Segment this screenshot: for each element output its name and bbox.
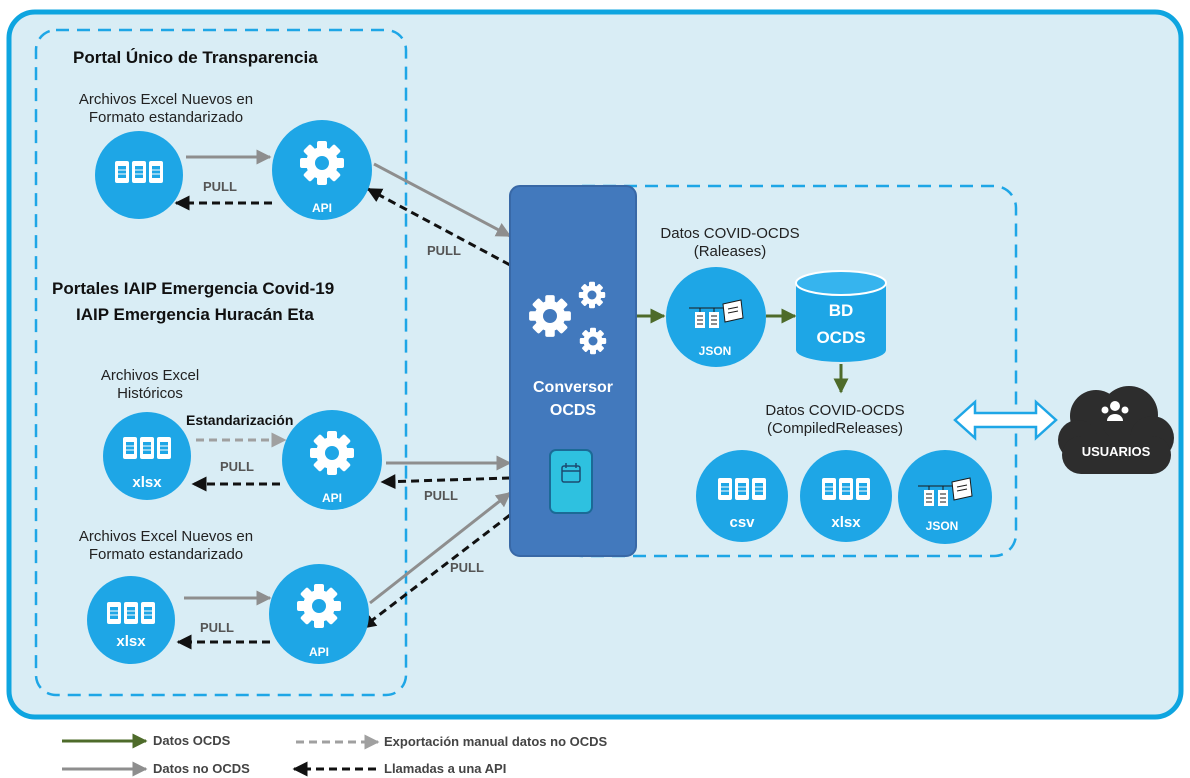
- arrow-api-bottom-to-converter: [369, 491, 512, 605]
- document-icon: [122, 436, 172, 460]
- gears-icon: [529, 281, 607, 355]
- cloud-icon: USUARIOS: [1058, 386, 1174, 474]
- source-bottom-line1: Archivos Excel Nuevos en: [78, 528, 254, 545]
- converter-title-1: Conversor: [533, 379, 613, 396]
- arrow-converter-calls-api-hist: [380, 474, 511, 490]
- database-icon: BD OCDS: [795, 270, 887, 362]
- compiled-json-node: JSON: [898, 450, 992, 544]
- compiled-label: Datos COVID-OCDS (CompiledReleases): [745, 402, 925, 438]
- compiled-format-xlsx: xlsx: [831, 514, 861, 531]
- arrow-api-top-to-converter: [373, 162, 512, 238]
- releases-file-label: JSON: [699, 344, 732, 358]
- document-icon: [106, 601, 156, 625]
- portal-title: Portal Único de Transparencia: [73, 48, 318, 67]
- source-bottom-node: xlsx: [87, 576, 175, 664]
- source-top-node: [95, 131, 183, 219]
- double-arrow-icon: [953, 399, 1058, 441]
- compiled-csv-node: csv: [696, 450, 788, 542]
- standardization-label: Estandarización: [186, 412, 294, 428]
- api-node-top: API: [272, 120, 372, 220]
- source-bottom-line2: Formato estandarizado: [88, 546, 244, 563]
- releases-json-node: JSON: [666, 267, 766, 367]
- source-top-line2: Formato estandarizado: [88, 109, 244, 126]
- pull-label-top: PULL: [203, 179, 237, 194]
- legend-ocds: Datos OCDS: [153, 733, 231, 748]
- users-icon: [1101, 401, 1129, 421]
- db-label-2: OCDS: [816, 328, 865, 347]
- legend-api-calls: Llamadas a una API: [384, 761, 507, 776]
- legend-non-ocds: Datos no OCDS: [153, 761, 250, 776]
- legend-manual-export: Exportación manual datos no OCDS: [384, 734, 608, 749]
- compiled-line2: (CompiledReleases): [767, 420, 903, 437]
- db-label-1: BD: [829, 301, 854, 320]
- source-hist-label: Archivos Excel Históricos: [80, 367, 220, 403]
- source-hist-node: xlsx: [103, 412, 191, 500]
- compiled-xlsx-node: xlsx: [800, 450, 892, 542]
- emergency-title-1: Portales IAIP Emergencia Covid-19: [52, 279, 335, 298]
- source-top-line1: Archivos Excel Nuevos en: [78, 91, 254, 108]
- source-top-label: Archivos Excel Nuevos en Formato estanda…: [56, 91, 276, 127]
- calendar-icon: [549, 449, 593, 514]
- document-icon: [717, 477, 767, 501]
- pull-label-converter-bottom: PULL: [450, 560, 484, 575]
- pull-label-converter-top: PULL: [427, 243, 461, 258]
- users-label: USUARIOS: [1082, 444, 1151, 459]
- emergency-title-2: IAIP Emergencia Huracán Eta: [76, 305, 314, 324]
- converter-title-2: OCDS: [550, 402, 597, 419]
- arrow-converter-calls-api-bottom: [360, 513, 511, 630]
- sources-group: [34, 28, 408, 697]
- source-hist-line2: Históricos: [117, 385, 183, 402]
- api-label: API: [309, 645, 329, 659]
- releases-line2: (Raleases): [693, 243, 767, 260]
- document-icon: [821, 477, 871, 501]
- source-hist-line1: Archivos Excel: [100, 367, 200, 384]
- source-bottom-label: Archivos Excel Nuevos en Formato estanda…: [56, 528, 276, 564]
- api-label: API: [312, 201, 332, 215]
- compiled-format-csv: csv: [729, 514, 755, 531]
- pull-label-bottom: PULL: [200, 620, 234, 635]
- arrow-converter-calls-api-top: [366, 187, 511, 267]
- file-label-hist: xlsx: [132, 474, 162, 491]
- api-node-bottom: API: [269, 564, 369, 664]
- pull-label-hist: PULL: [220, 459, 254, 474]
- pull-label-converter-hist: PULL: [424, 488, 458, 503]
- compiled-line1: Datos COVID-OCDS: [765, 402, 905, 419]
- api-node-hist: API: [282, 410, 382, 510]
- releases-line1: Datos COVID-OCDS: [660, 225, 800, 242]
- releases-label: Datos COVID-OCDS (Raleases): [640, 225, 820, 261]
- compiled-format-json: JSON: [926, 519, 959, 533]
- converter-box: Conversor OCDS: [509, 185, 637, 557]
- api-label: API: [322, 491, 342, 505]
- document-icon: [114, 160, 164, 184]
- file-label-bottom: xlsx: [116, 633, 146, 650]
